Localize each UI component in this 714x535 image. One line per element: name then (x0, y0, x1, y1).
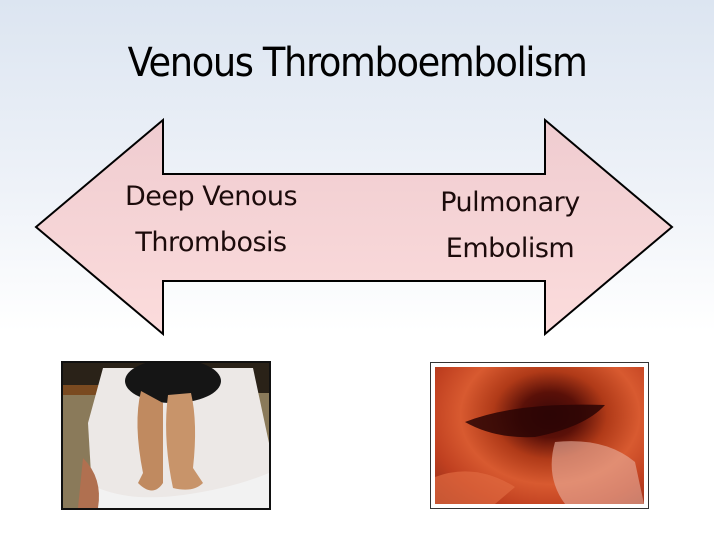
dvt-swollen-leg-photo (61, 361, 271, 510)
embolus-specimen-image (435, 367, 644, 504)
dvt-label: Deep Venous Thrombosis (100, 174, 322, 266)
pe-label-line2: Embolism (445, 233, 575, 264)
legs-illustration (63, 363, 269, 508)
dvt-label-line2: Thrombosis (135, 227, 287, 258)
pe-label: Pulmonary Embolism (410, 180, 610, 272)
pulmonary-embolus-photo (430, 362, 649, 509)
specimen-illustration (435, 404, 644, 504)
pe-label-line1: Pulmonary (440, 187, 580, 218)
slide-title: Venous Thromboembolism (127, 40, 588, 86)
dvt-label-line1: Deep Venous (124, 181, 298, 212)
